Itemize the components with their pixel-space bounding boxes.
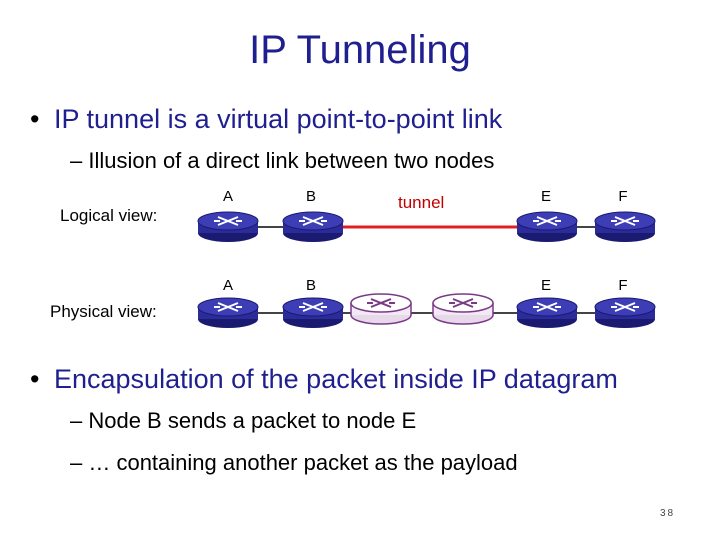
router-icon	[594, 297, 656, 329]
bullet-dot: •	[30, 364, 40, 394]
router-icon	[282, 211, 344, 243]
sub-bullet-2: – Node B sends a packet to node E	[70, 408, 417, 433]
intermediate-router-icon	[350, 293, 412, 325]
bullet-dot: •	[30, 104, 40, 134]
bullet-2: • Encapsulation of the packet inside IP d…	[30, 364, 618, 395]
physical-node-label-a: A	[222, 277, 233, 294]
router-icon	[516, 297, 578, 329]
physical-node-label-e: E	[540, 277, 551, 294]
router-icon	[516, 211, 578, 243]
intermediate-router-icon	[432, 293, 494, 325]
sub-bullet-3: – … containing another packet as the pay…	[70, 450, 518, 475]
bullet-1-text: IP tunnel is a virtual point-to-point li…	[54, 104, 503, 134]
router-icon	[282, 297, 344, 329]
router-icon	[197, 297, 259, 329]
logical-node-label-e: E	[540, 188, 551, 205]
logical-view-label: Logical view:	[60, 206, 158, 225]
router-icon	[594, 211, 656, 243]
physical-node-label-f: F	[618, 277, 628, 294]
tunnel-label: tunnel	[398, 193, 445, 212]
physical-node-label-b: B	[305, 277, 316, 294]
slide-title: IP Tunneling	[249, 28, 471, 72]
physical-view-label: Physical view:	[50, 302, 157, 321]
bullet-1: • IP tunnel is a virtual point-to-point l…	[30, 104, 502, 135]
router-icon	[197, 211, 259, 243]
logical-node-label-a: A	[222, 188, 233, 205]
sub-bullet-1: – Illusion of a direct link between two …	[70, 148, 495, 173]
bullet-2-text: Encapsulation of the packet inside IP da…	[54, 364, 618, 394]
page-number: 38	[660, 508, 676, 519]
logical-node-label-b: B	[305, 188, 316, 205]
logical-node-label-f: F	[618, 188, 628, 205]
